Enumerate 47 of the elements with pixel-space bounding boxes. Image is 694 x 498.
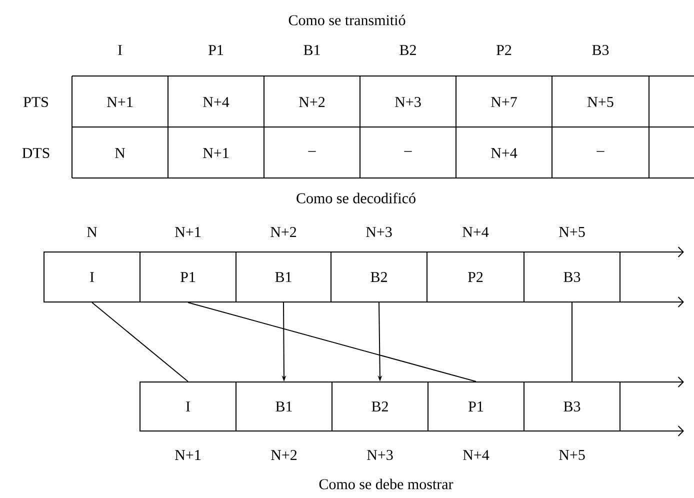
frame-box: B1: [236, 252, 332, 302]
column-heading: P2: [496, 45, 512, 55]
timestamp: N+2: [271, 450, 297, 460]
timestamp: N+5: [559, 227, 585, 237]
title: Como se transmitió: [288, 14, 406, 26]
column-heading: B3: [592, 44, 609, 56]
dts-value: –: [404, 151, 412, 152]
frame-box: I: [140, 382, 236, 432]
dts-value: N+4: [491, 148, 518, 158]
column-heading: P1: [208, 45, 224, 55]
timestamp: N+3: [366, 226, 392, 238]
row-label: DTS: [22, 148, 50, 158]
frame-box: P1: [428, 382, 524, 432]
frame-box: B2: [332, 382, 428, 432]
pts-value: N+1: [107, 97, 132, 107]
timestamp: N+3: [367, 450, 393, 460]
frame-box: I: [44, 252, 140, 302]
frame-box: B3: [524, 252, 620, 302]
timestamp: N+4: [462, 227, 489, 237]
pts-value: N+3: [395, 96, 421, 108]
column-heading: I: [118, 45, 122, 55]
timestamp: N+2: [270, 227, 296, 237]
dts-value: –: [308, 151, 316, 152]
connector-line: [92, 302, 188, 382]
frame-box: B1: [236, 382, 332, 432]
timestamp: N+1: [175, 227, 200, 237]
frame-box: P2: [426, 252, 524, 302]
row-label: PTS: [24, 96, 48, 108]
pts-value: N+2: [299, 97, 325, 107]
column-heading: B1: [304, 45, 320, 55]
timestamp: N+1: [175, 450, 200, 460]
pts-value: N+7: [491, 97, 517, 107]
dts-value: N: [115, 148, 126, 158]
frame-box: B3: [524, 382, 620, 432]
title: Como se debe mostrar: [319, 478, 454, 490]
timestamp: N: [87, 227, 98, 237]
frame-box: B2: [330, 252, 428, 302]
timestamp: N+4: [463, 450, 490, 460]
title: Como se decodificó: [296, 192, 416, 204]
column-heading: B2: [400, 45, 416, 55]
pts-value: N+5: [588, 97, 614, 107]
dts-value: –: [596, 151, 604, 152]
frame-box: P1: [140, 252, 236, 302]
timestamp: N+5: [559, 450, 585, 460]
connector-line: [188, 302, 476, 382]
dts-value: N+1: [203, 148, 228, 158]
pts-value: N+4: [203, 97, 230, 107]
